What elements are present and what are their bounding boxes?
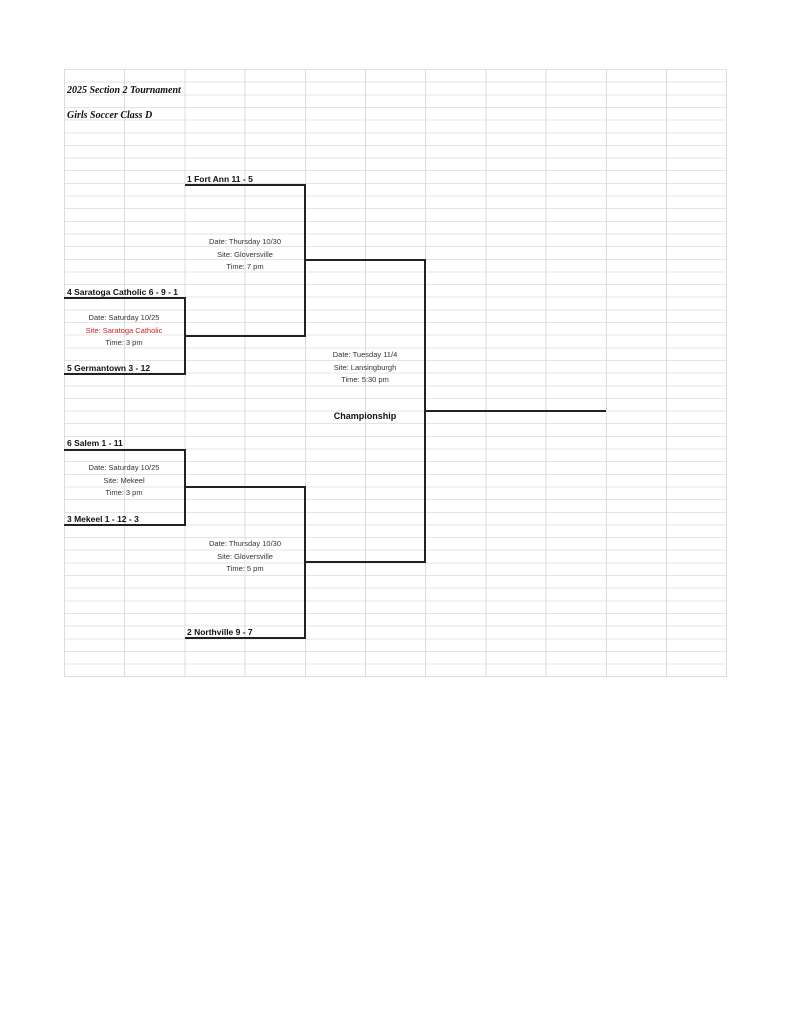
team-mekeel: 3 Mekeel 1 - 12 - 3 (67, 514, 139, 524)
game-site: Site: Gloversville (217, 551, 273, 561)
page-title: 2025 Section 2 Tournament (67, 85, 181, 96)
game-date: Date: Tuesday 11/4 (332, 350, 398, 359)
bracket-line (185, 184, 306, 186)
game-date: Date: Saturday 10/25 (88, 313, 160, 322)
bracket-line (305, 561, 426, 563)
bracket-line (425, 410, 606, 412)
bracket-line (305, 259, 426, 261)
bracket-line (185, 486, 306, 488)
game-info-sf2: Date: Thursday 10/30 Site: Gloversville … (185, 538, 305, 576)
bracket-line (185, 637, 306, 639)
team-germantown: 5 Germantown 3 - 12 (67, 363, 151, 373)
team-salem: 6 Salem 1 - 11 (67, 438, 123, 448)
game-time: Time: 5:30 pm (341, 375, 389, 385)
game-site: Site: Gloversville (217, 249, 273, 259)
bracket-line (64, 449, 186, 451)
game-info-qf2: Date: Saturday 10/25 Site: Mekeel Time: … (64, 462, 184, 500)
game-date: Date: Saturday 10/25 (88, 463, 160, 472)
bracket-line (185, 335, 306, 337)
championship-label: Championship (333, 411, 397, 421)
game-time: Time: 5 pm (226, 564, 264, 574)
game-site: Site: Lansingburgh (333, 362, 397, 372)
team-fort-ann: 1 Fort Ann 11 - 5 (187, 174, 253, 184)
game-time: Time: 7 pm (226, 262, 264, 272)
bracket-line (64, 524, 186, 526)
page-subtitle: Girls Soccer Class D (67, 110, 153, 121)
game-time: Time: 3 pm (105, 338, 143, 348)
game-time: Time: 3 pm (105, 488, 143, 498)
bracket-line (184, 297, 186, 375)
bracket-line (64, 297, 186, 299)
team-saratoga-catholic: 4 Saratoga Catholic 6 - 9 - 1 (67, 287, 179, 297)
game-info-sf1: Date: Thursday 10/30 Site: Gloversville … (185, 236, 305, 274)
spreadsheet-grid (64, 69, 727, 677)
bracket-line (64, 373, 186, 375)
game-info-qf1: Date: Saturday 10/25 Site: Saratoga Cath… (64, 312, 184, 350)
team-northville: 2 Northville 9 - 7 (187, 627, 253, 637)
game-site: Site: Mekeel (103, 475, 145, 485)
game-site: Site: Saratoga Catholic (85, 325, 163, 335)
game-date: Date: Thursday 10/30 (209, 237, 281, 246)
game-info-final: Date: Tuesday 11/4 Site: Lansingburgh Ti… (305, 349, 425, 387)
game-date: Date: Thursday 10/30 (209, 539, 281, 548)
